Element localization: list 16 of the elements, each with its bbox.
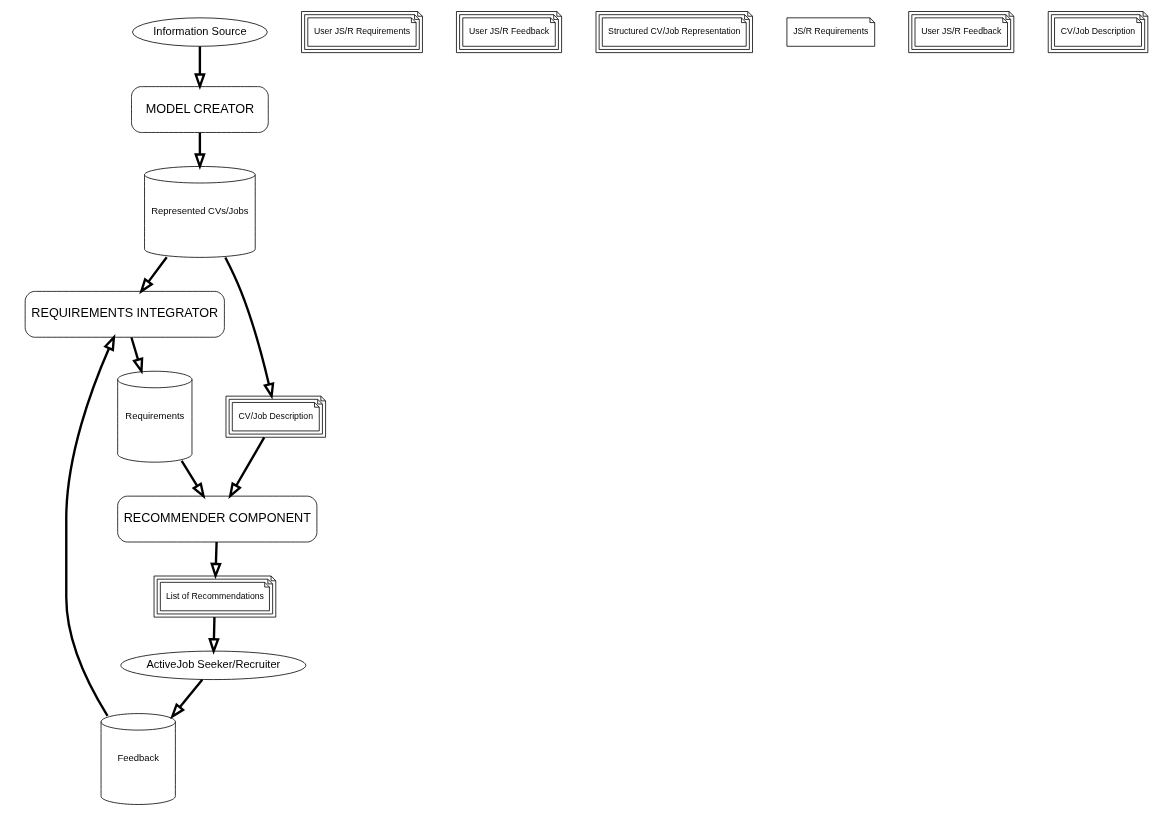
node-box: REQUIREMENTS INTEGRATOR <box>24 291 225 338</box>
node-ellipse: Information Source <box>131 17 268 47</box>
arrow <box>209 542 222 580</box>
arrow <box>169 679 203 720</box>
arrow <box>227 436 265 500</box>
arrow <box>180 460 205 500</box>
node-ellipse: ActiveJob Seeker/Recruiter <box>119 650 306 680</box>
arrow <box>193 132 206 170</box>
arrow <box>129 337 143 375</box>
node-box: MODEL CREATOR <box>130 86 269 133</box>
arrow <box>207 617 220 655</box>
arrow <box>138 256 168 295</box>
arrow <box>223 256 274 400</box>
node-box: RECOMMENDER COMPONENT <box>116 495 317 543</box>
arrow <box>64 334 115 717</box>
arrow <box>193 46 206 90</box>
